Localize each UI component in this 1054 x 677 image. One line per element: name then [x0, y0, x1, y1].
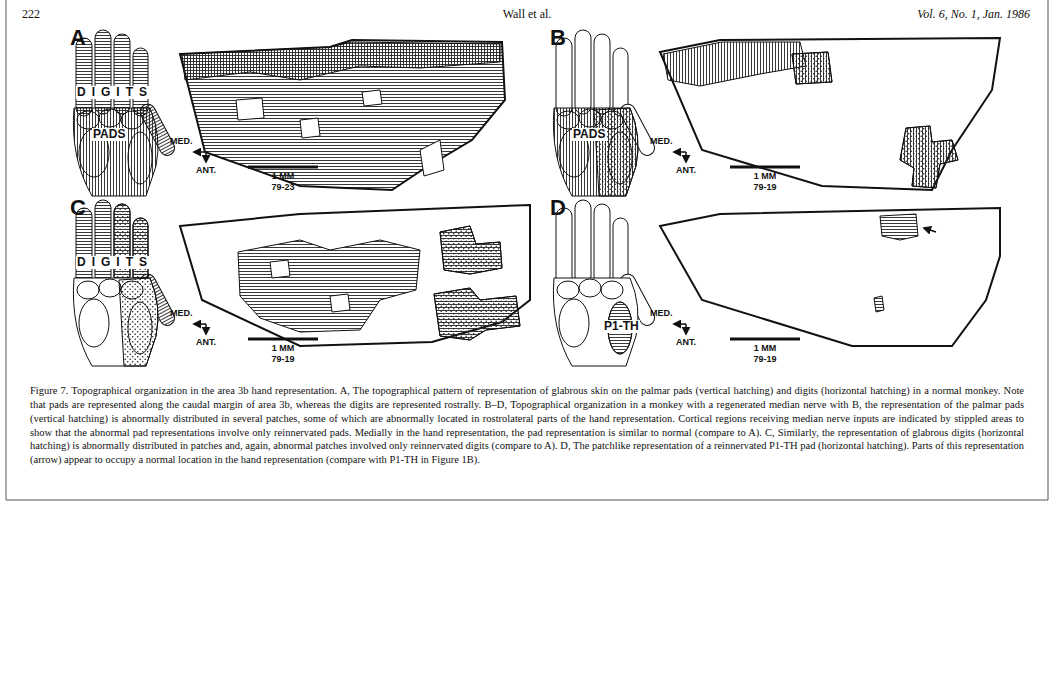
running-head: Wall et al. [503, 8, 552, 21]
hand-region-label: DIGITS [76, 86, 154, 99]
pad-label: P1-TH [603, 320, 640, 333]
direction-label: ANT. [676, 338, 696, 348]
case-number: 79-19 [271, 355, 294, 365]
panel-letter: B [550, 26, 566, 50]
scale-label: 1 MM [754, 344, 777, 354]
hand-region-label: DIGITS [76, 256, 154, 269]
direction-label: MED. [650, 137, 673, 147]
case-number: 79-23 [271, 183, 294, 193]
panel-letter: A [70, 26, 86, 50]
direction-label: ANT. [676, 166, 696, 176]
journal-issue: Vol. 6, No. 1, Jan. 1986 [917, 8, 1030, 21]
direction-label: MED. [170, 309, 193, 319]
scale-label: 1 MM [272, 172, 295, 182]
scale-label: 1 MM [754, 172, 777, 182]
direction-label: MED. [650, 309, 673, 319]
page-number: 222 [22, 8, 40, 21]
scale-label: 1 MM [272, 344, 295, 354]
direction-label: ANT. [196, 166, 216, 176]
direction-label: MED. [170, 137, 193, 147]
panel-letter: C [70, 196, 86, 220]
figure-caption: Figure 7. Topographical organization in … [30, 384, 1024, 467]
direction-label: ANT. [196, 338, 216, 348]
case-number: 79-19 [753, 355, 776, 365]
panel-letter: D [550, 196, 566, 220]
hand-region-label: PADS [92, 128, 126, 141]
case-number: 79-19 [753, 183, 776, 193]
hand-region-label: PADS [572, 128, 606, 141]
